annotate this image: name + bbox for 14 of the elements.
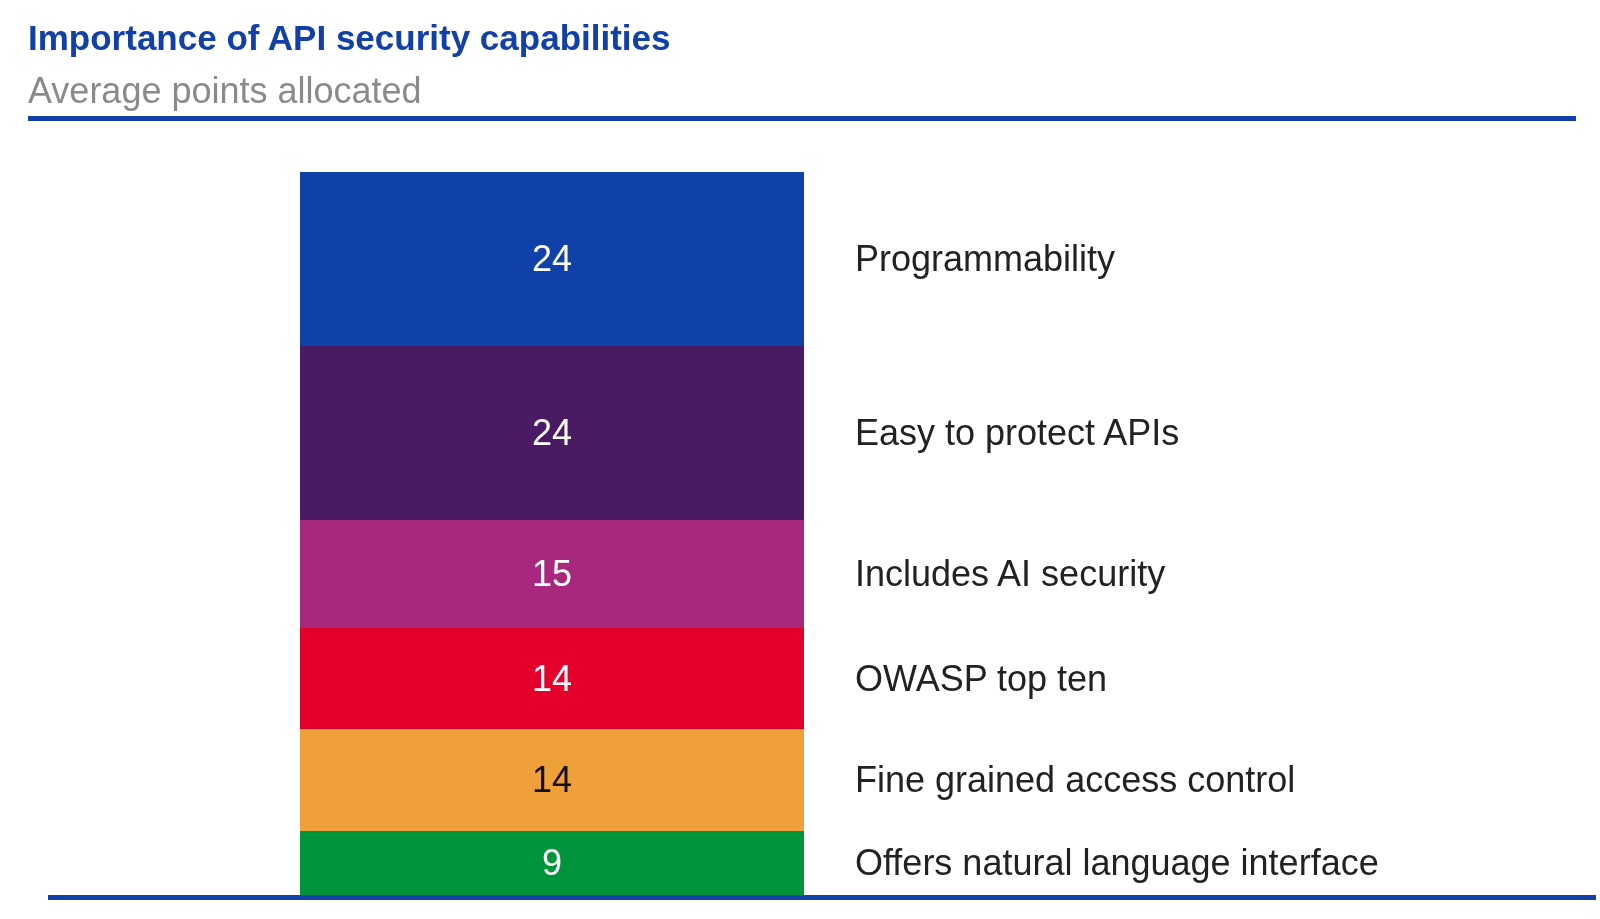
segment-label: Includes AI security <box>855 552 1166 595</box>
value-label: 14 <box>532 657 572 700</box>
chart-subtitle: Average points allocated <box>28 70 422 112</box>
value-label: 9 <box>542 842 562 885</box>
segment-label: Offers natural language interface <box>855 842 1379 885</box>
value-label: 14 <box>532 759 572 802</box>
value-label: 24 <box>532 411 572 454</box>
value-label: 24 <box>532 237 572 280</box>
segment-label: Programmability <box>855 237 1116 280</box>
segment-label: Fine grained access control <box>855 759 1296 802</box>
chart-title: Importance of API security capabilities <box>28 18 671 58</box>
segment-label: Easy to protect APIs <box>855 411 1180 454</box>
value-label: 15 <box>532 552 572 595</box>
segment-label: OWASP top ten <box>855 657 1108 700</box>
